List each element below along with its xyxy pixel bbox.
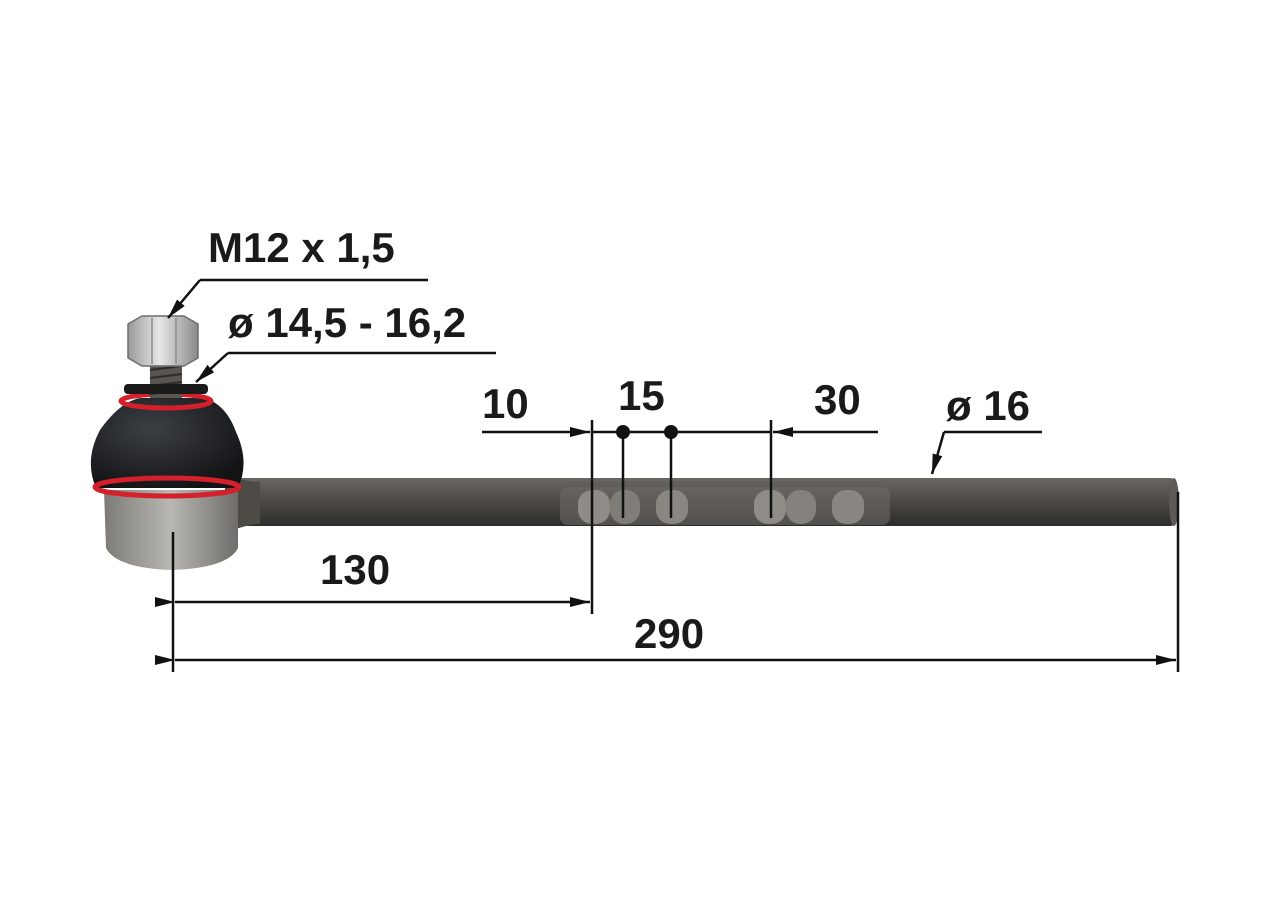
rod-end-face <box>1169 478 1179 526</box>
slot <box>610 490 640 524</box>
slot <box>786 490 816 524</box>
rod-diameter-label: ø 16 <box>946 382 1030 429</box>
dimension-10-label: 10 <box>482 380 529 427</box>
dimension-30-label: 30 <box>814 376 861 423</box>
adjustment-slots <box>560 487 890 525</box>
rubber-boot <box>90 398 244 488</box>
dimension-130-label: 130 <box>320 546 390 593</box>
dimension-15-label: 15 <box>618 372 665 419</box>
rod-leader <box>930 431 946 475</box>
ball-joint-housing <box>104 490 238 570</box>
ball-pin-diameter-label: ø 14,5 - 16,2 <box>228 299 466 346</box>
slot <box>832 490 864 524</box>
thread-label: M12 x 1,5 <box>208 224 395 271</box>
washer <box>124 384 208 394</box>
pin-leader <box>195 352 229 383</box>
tie-rod-part <box>90 315 1179 570</box>
dimension-290-label: 290 <box>634 610 704 657</box>
slot-marker-dot <box>616 425 630 439</box>
thread-leader <box>167 279 201 319</box>
slot-marker-dot <box>664 425 678 439</box>
lower-seal-ring <box>92 475 242 499</box>
dimension-lines <box>155 278 1180 672</box>
slot <box>578 490 610 524</box>
hex-nut <box>127 315 199 367</box>
